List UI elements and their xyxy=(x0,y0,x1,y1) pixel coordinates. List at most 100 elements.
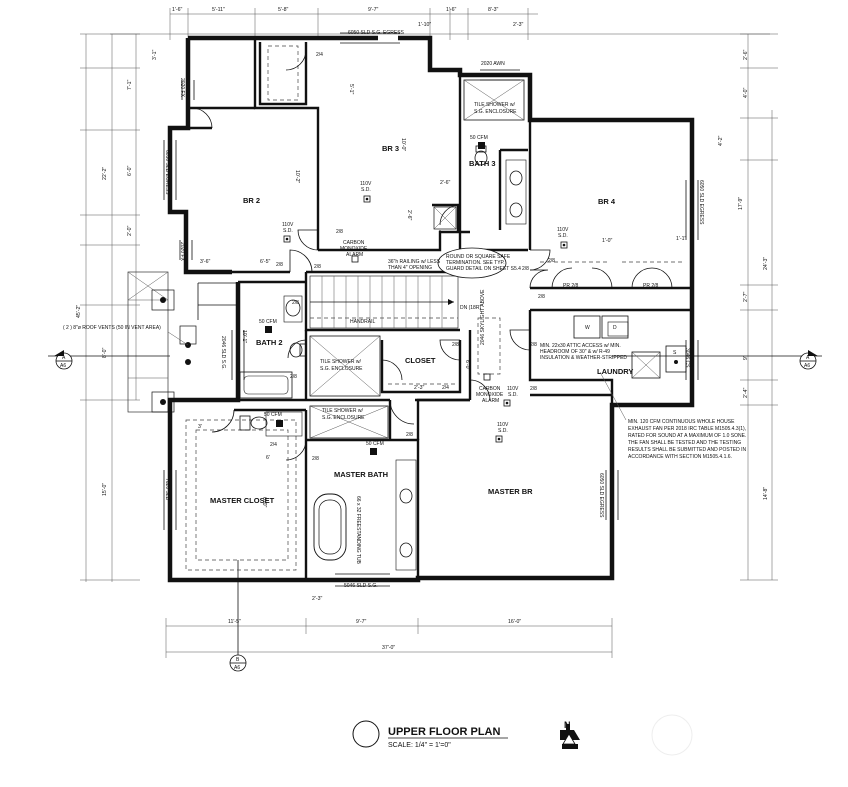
svg-text:2'-6": 2'-6" xyxy=(406,210,412,220)
interior-walls xyxy=(186,38,692,580)
svg-text:3': 3' xyxy=(198,424,202,430)
svg-text:7620 SLD: 7620 SLD xyxy=(164,478,170,501)
svg-text:INSULATION & WEATHER-STRIPPED: INSULATION & WEATHER-STRIPPED xyxy=(540,355,627,361)
dim-right-7: 9' xyxy=(743,356,749,360)
svg-text:1'-0": 1'-0" xyxy=(602,238,612,244)
svg-text:66 x 32 FREESTANDING TUB: 66 x 32 FREESTANDING TUB xyxy=(355,496,361,565)
svg-text:6050 SLD EGRESS: 6050 SLD EGRESS xyxy=(164,150,170,195)
dim-left-7: 8'-0" xyxy=(102,348,108,358)
title-block: UPPER FLOOR PLAN SCALE: 1/4" = 1'=0" xyxy=(352,720,508,749)
svg-text:2020 AWN: 2020 AWN xyxy=(481,61,505,67)
dim-right-5: 24'-3" xyxy=(763,257,769,270)
svg-text:2'-3": 2'-3" xyxy=(312,596,322,602)
svg-text:MONOXIDE: MONOXIDE xyxy=(340,246,368,252)
svg-text:GUARD DETAIL ON SHEET S5.4: GUARD DETAIL ON SHEET S5.4 xyxy=(446,266,521,272)
svg-text:10'-1": 10'-1" xyxy=(241,330,247,343)
svg-text:1'-1": 1'-1" xyxy=(676,236,686,242)
dim-right-1: 2'-6" xyxy=(743,50,749,60)
svg-text:6050 SLD EGRESS: 6050 SLD EGRESS xyxy=(698,180,704,225)
room-br2: BR 2 xyxy=(243,196,260,205)
svg-text:2/4: 2/4 xyxy=(442,385,449,391)
svg-text:10'-0": 10'-0" xyxy=(400,138,406,151)
room-closet: CLOSET xyxy=(405,356,436,365)
dim-top-5: 1'-10" xyxy=(418,22,431,28)
svg-text:50 CFM: 50 CFM xyxy=(470,135,488,141)
svg-text:S.G. ENCLOSURE: S.G. ENCLOSURE xyxy=(320,366,363,372)
svg-text:RESULTS SHALL BE SUBMITTED AND: RESULTS SHALL BE SUBMITTED AND POSTED IN xyxy=(628,447,746,453)
svg-text:DN (18R): DN (18R) xyxy=(460,305,481,311)
room-bath3: BATH 3 xyxy=(469,159,496,168)
section-marker-a-left: A A6 xyxy=(48,350,170,370)
section-marker-b: B A6 xyxy=(229,560,247,672)
svg-text:TILE SHOWER w/: TILE SHOWER w/ xyxy=(474,102,515,108)
svg-text:S.G. ENCLOSURE: S.G. ENCLOSURE xyxy=(474,109,517,115)
svg-text:2046 SKYLIGHT ABOVE: 2046 SKYLIGHT ABOVE xyxy=(480,289,486,345)
stairs[interactable] xyxy=(309,275,501,375)
room-bath2: BATH 2 xyxy=(256,338,283,347)
plan-scale: SCALE: 1/4" = 1'=0" xyxy=(388,742,451,749)
svg-text:S.D.: S.D. xyxy=(283,228,293,234)
svg-text:3046 CS: 3046 CS xyxy=(684,348,690,368)
door-swings xyxy=(191,49,673,461)
svg-text:2046 SLD S.G.: 2046 SLD S.G. xyxy=(220,336,226,370)
room-labels: BR 2 BR 3 BATH 3 BR 4 BATH 2 CLOSET LAUN… xyxy=(210,144,633,505)
svg-text:A: A xyxy=(806,355,810,361)
svg-text:2/4: 2/4 xyxy=(270,442,277,448)
dim-right-4: 17'-9" xyxy=(738,197,744,210)
roof-area: ( 2 ) 8"ø ROOF VENTS (50 IN VENT AREA) xyxy=(63,271,238,413)
svg-text:2/8: 2/8 xyxy=(276,262,283,268)
dim-left-4: 6'-0" xyxy=(127,166,133,176)
note-cloud xyxy=(437,247,507,279)
svg-text:2/8: 2/8 xyxy=(290,374,297,380)
svg-text:6'-0": 6'-0" xyxy=(261,497,267,507)
svg-text:A6: A6 xyxy=(804,363,810,369)
door-tags: 2/4 2/8 2/8 2/8 2/8 2/8 2/8 2/8 2/8 2/4 … xyxy=(270,52,555,462)
inner-dimensions: 5'-1" 10'-0" 10'-2" 2'-6" 2'-6" 3'-6" 6'… xyxy=(198,84,686,602)
dim-left-3: 22'-2" xyxy=(102,167,108,180)
svg-text:EXHAUST FAN PER 2018 IRC TABLE: EXHAUST FAN PER 2018 IRC TABLE M1505.4.3… xyxy=(628,426,746,432)
svg-text:ACCORDANCE WITH SECTION M1505.: ACCORDANCE WITH SECTION M1505.4.1.6. xyxy=(628,454,732,460)
svg-text:HEADROOM OF 30" & w/ R-49: HEADROOM OF 30" & w/ R-49 xyxy=(540,349,610,355)
svg-text:110V: 110V xyxy=(282,222,294,228)
svg-text:2'-6": 2'-6" xyxy=(440,180,450,186)
svg-text:A6: A6 xyxy=(60,363,66,369)
svg-text:A6: A6 xyxy=(234,665,240,671)
svg-text:THAN 4" OPENING: THAN 4" OPENING xyxy=(388,265,432,271)
sink-label: S xyxy=(673,350,677,356)
dim-top-7: 8'-3" xyxy=(488,7,498,13)
svg-text:2/8: 2/8 xyxy=(522,266,529,272)
svg-text:6': 6' xyxy=(266,455,270,461)
svg-text:50 CFM: 50 CFM xyxy=(264,412,282,418)
section-marker-a-right: A A6 xyxy=(612,350,822,370)
closet-outlines xyxy=(185,45,299,571)
svg-text:ALARM: ALARM xyxy=(482,398,499,404)
dim-right-8: 2'-4" xyxy=(743,388,749,398)
fixtures: W D S xyxy=(239,79,687,571)
svg-text:2/8: 2/8 xyxy=(312,456,319,462)
svg-text:HANDRAIL: HANDRAIL xyxy=(350,319,376,325)
svg-text:TERMINATION. SEE TYP.: TERMINATION. SEE TYP. xyxy=(446,260,505,266)
room-br3: BR 3 xyxy=(382,144,399,153)
north-arrow-icon: N xyxy=(560,720,580,749)
svg-text:2/4: 2/4 xyxy=(316,52,323,58)
svg-text:N: N xyxy=(564,720,571,730)
svg-text:S.G. ENCLOSURE: S.G. ENCLOSURE xyxy=(322,415,365,421)
svg-text:S.D.: S.D. xyxy=(498,428,508,434)
svg-text:2020 FX: 2020 FX xyxy=(179,78,185,98)
svg-text:2020 FX: 2020 FX xyxy=(179,242,185,262)
dim-left-8: 15'-0" xyxy=(102,483,108,496)
svg-text:B: B xyxy=(236,657,240,663)
svg-text:6'-0": 6'-0" xyxy=(464,360,470,370)
dimension-lines xyxy=(80,8,778,658)
svg-text:6050 SLD EGRESS: 6050 SLD EGRESS xyxy=(598,473,604,518)
room-br4: BR 4 xyxy=(598,197,616,206)
svg-text:50 CFM: 50 CFM xyxy=(366,441,384,447)
svg-text:PR 2/8: PR 2/8 xyxy=(643,283,659,289)
svg-text:RATED FOR SOUND AT A MAXIMUM O: RATED FOR SOUND AT A MAXIMUM OF 1.0 SONE… xyxy=(628,433,746,439)
dryer-label: D xyxy=(613,325,617,331)
watermark-circle xyxy=(651,714,693,756)
svg-text:S.D.: S.D. xyxy=(361,187,371,193)
plan-notes: 6050 SLD S.G. EGRESS 2020 AWN TILE SHOWE… xyxy=(164,30,746,589)
svg-text:ALARM: ALARM xyxy=(346,252,363,258)
